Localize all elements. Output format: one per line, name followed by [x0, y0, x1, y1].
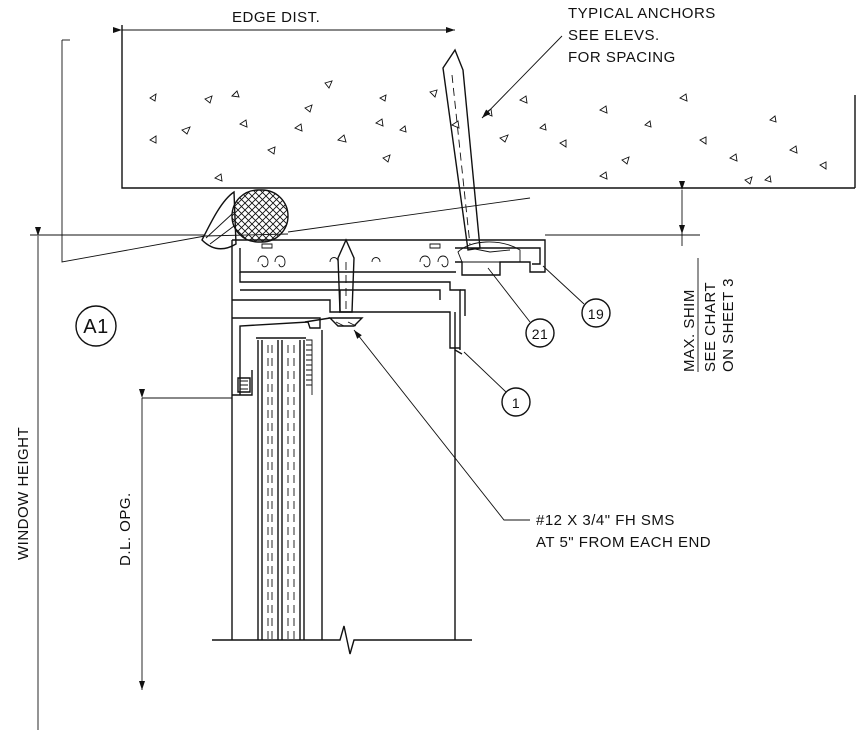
callout-21: 21 [487, 267, 555, 348]
dl-opg-dimension: D.L. OPG. [117, 389, 232, 690]
edge-dist-dimension: EDGE DIST. [113, 9, 455, 33]
concrete-aggregate [149, 80, 827, 185]
sash-frame [232, 289, 466, 396]
edge-dist-label: EDGE DIST. [232, 9, 320, 26]
max-shim-dimension: MAX. SHIM SEE CHART ON SHEET 3 [679, 181, 737, 372]
window-height-label: WINDOW HEIGHT [15, 427, 32, 560]
screw-note: #12 X 3/4" FH SMS AT 5" FROM EACH END [353, 329, 711, 551]
dl-opg-label: D.L. OPG. [117, 492, 134, 566]
callout-19: 19 [542, 265, 611, 328]
screw-note-line1: #12 X 3/4" FH SMS [536, 512, 675, 529]
head-screw [328, 238, 364, 327]
callout-21-label: 21 [532, 326, 549, 342]
callout-1-label: 1 [512, 395, 520, 411]
anchor-bolt [442, 48, 511, 253]
sealant-bead [201, 190, 237, 250]
typical-anchors-note: TYPICAL ANCHORS SEE ELEVS. FOR SPACING [481, 5, 716, 119]
backer-rod [231, 189, 289, 243]
anchors-note-line1: TYPICAL ANCHORS [568, 5, 716, 22]
window-height-dimension: WINDOW HEIGHT [15, 227, 41, 730]
detail-tag-label: A1 [83, 316, 108, 338]
see-chart-label: SEE CHART [702, 282, 719, 372]
detail-tag-a1: A1 [75, 305, 117, 347]
insulated-glass [212, 330, 472, 655]
screw-note-line2: AT 5" FROM EACH END [536, 534, 711, 551]
on-sheet-label: ON SHEET 3 [720, 278, 737, 372]
callout-1: 1 [463, 351, 531, 417]
anchors-note-line2: SEE ELEVS. [568, 27, 660, 44]
callout-19-label: 19 [588, 306, 605, 322]
max-shim-label: MAX. SHIM [681, 289, 698, 372]
anchors-note-line3: FOR SPACING [568, 49, 676, 66]
